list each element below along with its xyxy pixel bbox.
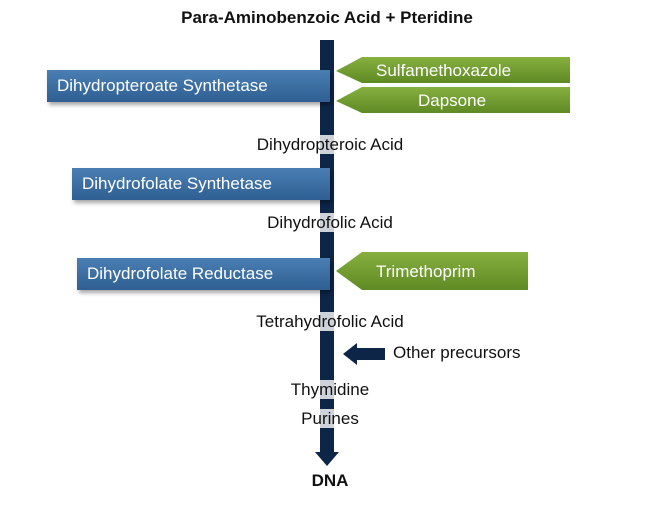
other-precursors-arrow-icon [343,343,385,365]
intermediate-label: Tetrahydrofolic Acid [254,312,406,331]
inhibitor-sulfamethoxazole-arrow: Sulfamethoxazole [336,57,572,85]
diagram-title: Para-Aminobenzoic Acid + Pteridine [181,8,473,27]
product-label: Thymidine [288,380,372,399]
inhibitor-dapsone-arrow: Dapsone [336,87,572,115]
inhibitor-label: Dapsone [418,91,487,110]
enzyme-dihydrofolate-reductase: Dihydrofolate Reductase [77,258,330,290]
product-label: Purines [299,409,361,428]
other-precursors-label: Other precursors [393,343,521,362]
enzyme-dihydropteroate-synthetase: Dihydropteroate Synthetase [47,70,330,102]
enzyme-label: Dihydrofolate Synthetase [82,174,272,193]
intermediate-dihydropteroic-acid: Dihydropteroic Acid [200,135,460,155]
enzyme-label: Dihydropteroate Synthetase [57,76,268,95]
left-arrow-icon [336,57,570,83]
end-product-dna: DNA [311,471,349,490]
left-arrow-icon [336,87,570,113]
intermediate-dihydrofolic-acid: Dihydrofolic Acid [200,213,460,233]
intermediate-label: Dihydropteroic Acid [254,135,406,154]
product-purines: Purines [200,409,460,429]
intermediate-label: Dihydrofolic Acid [265,213,395,232]
product-thymidine: Thymidine [200,380,460,400]
inhibitor-trimethoprim-arrow: Trimethoprim [336,252,530,292]
inhibitor-label: Sulfamethoxazole [376,61,512,80]
enzyme-label: Dihydrofolate Reductase [87,264,274,283]
intermediate-tetrahydrofolic-acid: Tetrahydrofolic Acid [200,312,460,332]
enzyme-dihydrofolate-synthetase: Dihydrofolate Synthetase [72,168,330,200]
left-arrow-icon [336,252,528,290]
inhibitor-label: Trimethoprim [376,262,476,281]
